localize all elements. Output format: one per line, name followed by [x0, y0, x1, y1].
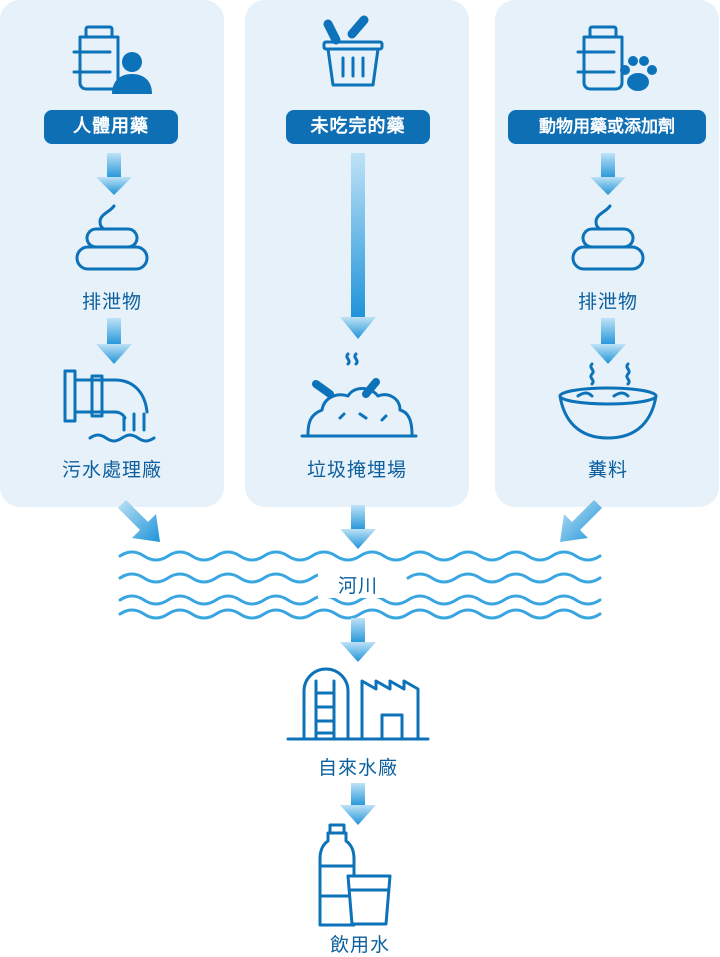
manure-bowl-icon: [558, 362, 658, 440]
arrow-diagonal-right: [560, 500, 602, 542]
tag-unused-medicine: 未吃完的藥: [286, 110, 430, 144]
arrow-down: [590, 153, 626, 195]
medicine-bottle-paw-icon: [576, 25, 657, 91]
poop-icon: [571, 204, 645, 271]
arrow-down-center: [340, 505, 376, 549]
river-waves-icon: [118, 550, 602, 620]
landfill-icon: [300, 352, 418, 438]
arrow-diagonal-left: [118, 500, 160, 542]
water-bottle-glass-icon: [318, 823, 392, 927]
sewage-pipe-icon: [63, 369, 156, 443]
poop-icon: [75, 204, 149, 271]
trash-can-pills-icon: [322, 15, 384, 87]
label-excrement-1: 排泄物: [81, 291, 142, 313]
medicine-bottle-person-icon: [72, 25, 152, 94]
water-plant-icon: [286, 667, 430, 741]
tag-animal-medicine: 動物用藥或添加劑: [508, 110, 706, 144]
arrow-down: [590, 318, 626, 364]
source-panel-animal: [495, 0, 719, 507]
label-drinking-water: 飲用水: [329, 934, 390, 956]
tag-human-medicine: 人體用藥: [44, 110, 178, 144]
arrow-down-river: [340, 618, 376, 662]
label-sewage-plant: 污水處理廠: [61, 459, 162, 481]
label-water-plant: 自來水廠: [317, 757, 398, 779]
arrow-down-plant: [340, 783, 376, 825]
label-river: 河川: [318, 571, 398, 598]
arrow-down-long: [340, 153, 376, 339]
source-panel-human: [0, 0, 224, 507]
label-excrement-2: 排泄物: [577, 291, 638, 313]
label-manure: 糞料: [587, 459, 628, 481]
arrow-down: [96, 318, 132, 364]
arrow-down: [96, 153, 132, 195]
label-landfill: 垃圾掩埋場: [306, 459, 407, 481]
